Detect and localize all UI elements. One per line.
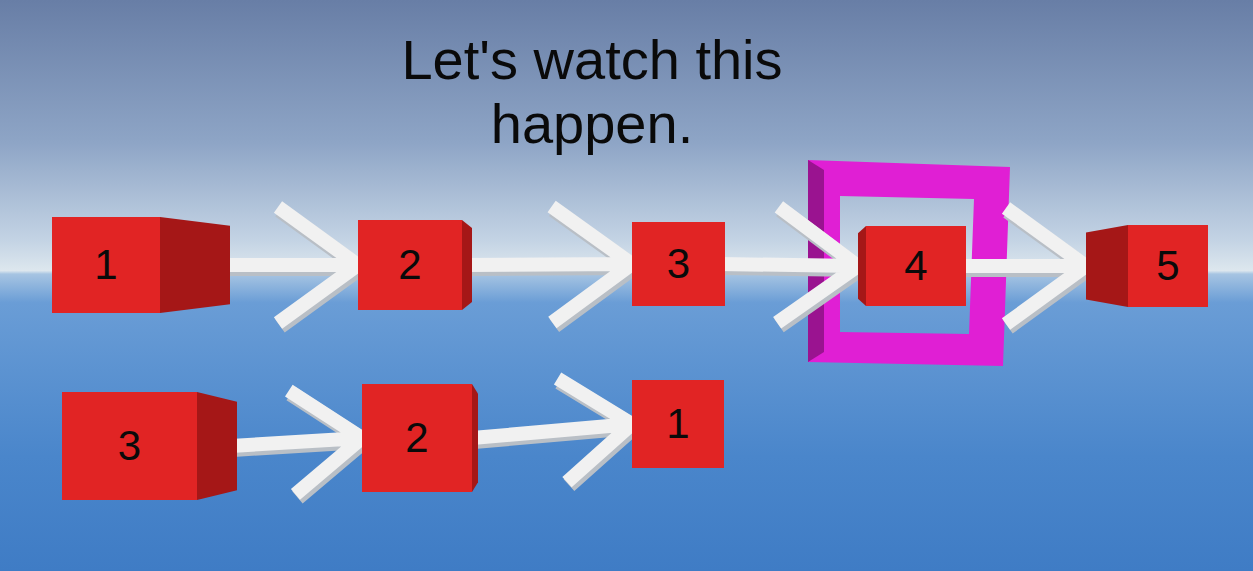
arrow-body [719,207,858,323]
cube-side [858,226,866,306]
cube-side [160,217,230,313]
arrow-body [224,207,358,323]
pointer-arrow [960,208,1088,327]
cube-side [462,220,472,310]
cube-side [1086,225,1128,307]
list-node-cube: 2 [362,384,472,492]
cube-side [472,384,478,492]
list-node-cube: 1 [52,217,160,313]
heading: Let's watch this happen. [392,28,792,156]
pointer-arrow [231,391,364,498]
node-value: 1 [666,403,689,445]
list-node-cube: 3 [62,392,197,500]
list-node-cube: 5 [1128,225,1208,307]
arrow-body [960,208,1086,324]
pointer-arrow [472,379,634,486]
list-node-cube: 2 [358,220,462,310]
arrow-body [466,207,632,323]
node-value: 5 [1156,245,1179,287]
pointer-arrow [466,207,634,326]
arrow-body [472,379,632,483]
list-node-cube: 3 [632,222,725,306]
node-value: 2 [398,244,421,286]
node-value: 4 [904,245,927,287]
arrow-body [231,391,362,495]
pointer-arrow [224,207,360,326]
pointer-arrow [719,207,860,326]
list-node-cube: 1 [632,380,724,468]
node-value: 3 [118,425,141,467]
list-node-cube: 4 [866,226,966,306]
node-value: 3 [667,243,690,285]
node-value: 2 [405,417,428,459]
node-value: 1 [94,244,117,286]
cube-side [197,392,237,500]
